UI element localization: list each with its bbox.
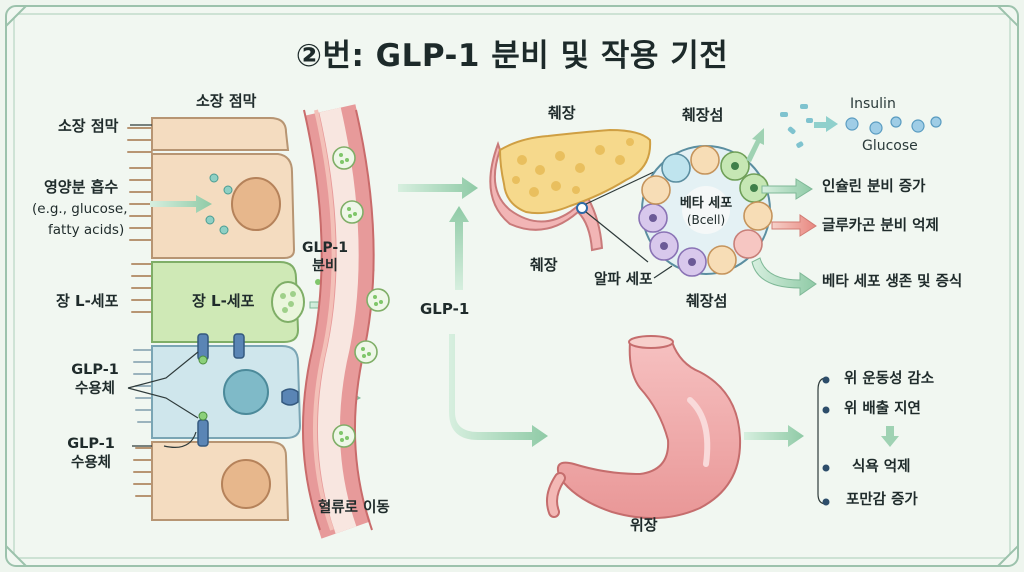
blood-flow-label: 혈류로 이동 [318, 500, 390, 516]
l-cell-label-left: 장 L-세포 [56, 292, 119, 310]
pancreas-label-bottom: 췌장 [530, 256, 558, 274]
mucosa-label-left: 소장 점막 [58, 117, 119, 135]
stomach [546, 335, 742, 520]
absorption-arrow [150, 195, 212, 213]
stomach-effect-emptying: 위 배출 지연 [844, 401, 921, 417]
islet [638, 145, 773, 279]
stomach-effect-appetite: 식욕 억제 [852, 459, 911, 475]
beta-cell-label: 베타 세포 [679, 196, 733, 211]
receptor-label-a-1: GLP-1 [71, 362, 119, 378]
mucosa-label-top: 소장 점막 [196, 92, 257, 110]
stomach-effect-arrow [744, 425, 804, 447]
intestine-wall [127, 117, 305, 521]
effect-beta-cell-survival: 베타 세포 생존 및 증식 [822, 274, 963, 290]
glp1-center-label: GLP-1 [420, 300, 470, 318]
effect-insulin-increase: 인슐린 분비 증가 [822, 179, 926, 195]
stomach-effects-bracket [817, 376, 899, 506]
absorption-example-1: (e.g., glucose, [32, 201, 128, 217]
flow-arrows [398, 177, 548, 447]
insulin-label: Insulin [850, 96, 896, 112]
glp1-receptors [197, 333, 299, 447]
alpha-cell-label: 알파 세포 [594, 272, 653, 288]
islet-label-bottom: 췌장섬 [686, 292, 728, 310]
islet-label-top: 췌장섬 [682, 106, 724, 124]
receptor-label-b-1: GLP-1 [67, 436, 115, 452]
pancreas [489, 128, 659, 263]
stomach-effect-satiety: 포만감 증가 [846, 492, 918, 508]
l-cell-label-inner: 장 L-세포 [192, 292, 255, 310]
blood-vessel [302, 104, 390, 539]
absorption-example-2: fatty acids) [48, 222, 125, 238]
insulin-glucose [746, 104, 942, 162]
glp1-secretion-label-2: 분비 [312, 258, 338, 274]
beta-cell-sublabel: (Bcell) [686, 213, 726, 227]
pancreas-label-top: 췌장 [548, 104, 576, 122]
stomach-effect-motility: 위 운동성 감소 [844, 371, 935, 387]
islet-effect-arrows [751, 178, 817, 296]
glp1-secretion-label-1: GLP-1 [302, 240, 348, 256]
receptor-label-b-2: 수용체 [70, 455, 112, 471]
glucose-label: Glucose [862, 138, 918, 154]
absorption-label: 영양분 흡수 [44, 178, 119, 196]
page-title: ②번: GLP-1 분비 및 작용 기전 [295, 38, 729, 74]
effect-glucagon-suppress: 글루카곤 분비 억제 [822, 218, 939, 234]
receptor-label-a-2: 수용체 [74, 381, 116, 397]
stomach-label: 위장 [630, 516, 658, 534]
